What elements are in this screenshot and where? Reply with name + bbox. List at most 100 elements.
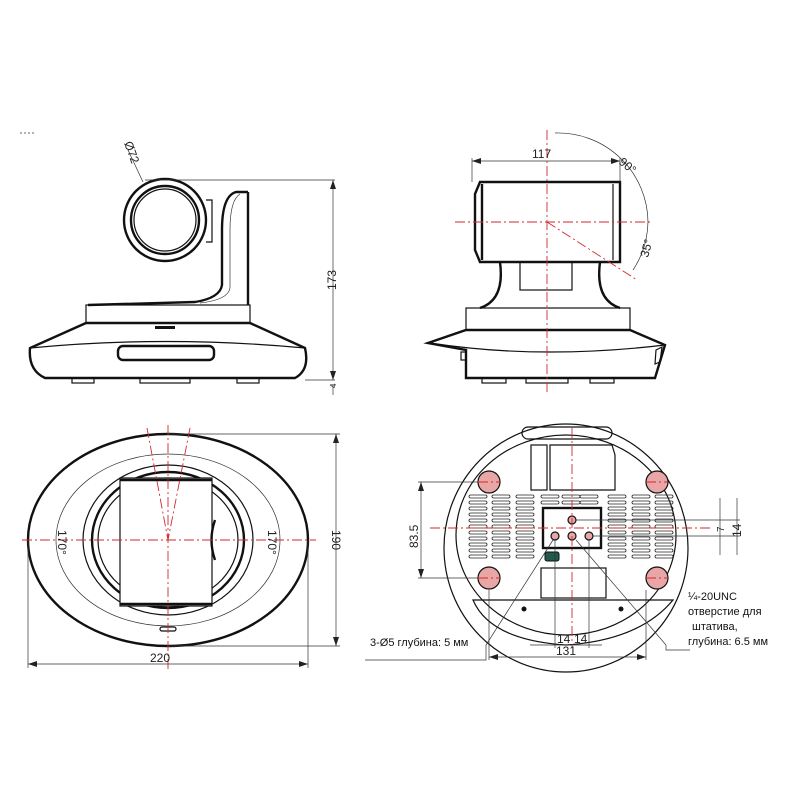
view-angle-line xyxy=(167,427,191,541)
camera-arm xyxy=(87,190,250,307)
base-body xyxy=(28,321,308,380)
vent-slot xyxy=(540,494,560,499)
bottom-panel xyxy=(540,567,607,599)
vent-slot xyxy=(491,536,511,541)
locating-hole xyxy=(550,531,560,541)
vent-slot xyxy=(654,506,674,511)
screw xyxy=(521,606,527,612)
vent-slot xyxy=(631,506,651,511)
vent-slot xyxy=(579,500,599,505)
tilt-up-label: 90° xyxy=(616,155,639,178)
foot-height-label: 4 xyxy=(329,383,338,388)
depth-label: 190 xyxy=(329,530,343,550)
vent-slot xyxy=(607,494,627,499)
hole-offset-right-label: 14 xyxy=(574,632,588,646)
width-label: 220 xyxy=(150,651,170,665)
vent-slot xyxy=(468,548,488,553)
camera-head-top xyxy=(119,477,213,607)
vent-slot xyxy=(468,506,488,511)
vent-slot xyxy=(468,542,488,547)
vent-slot xyxy=(491,530,511,535)
vent-slot xyxy=(631,512,651,517)
vent-slot xyxy=(631,548,651,553)
side-port xyxy=(460,351,467,361)
vent-slot xyxy=(654,536,674,541)
leader-line xyxy=(127,149,144,183)
vent-slot xyxy=(491,500,511,505)
vent-slot xyxy=(515,500,535,505)
vent-slot xyxy=(631,536,651,541)
vent-slot xyxy=(468,536,488,541)
lens-glass xyxy=(133,188,197,252)
base-window xyxy=(116,344,216,362)
ventilation-slots xyxy=(468,494,674,559)
vent-slot xyxy=(607,554,627,559)
vent-slot xyxy=(515,554,535,559)
vent-slot xyxy=(468,518,488,523)
vent-slot xyxy=(515,518,535,523)
front-view: 173 4 Ø72 xyxy=(20,132,339,395)
foot-spacing-horizontal-label: 131 xyxy=(556,644,576,658)
leader-holes xyxy=(365,539,554,661)
vent-slot xyxy=(515,512,535,517)
vent-slot xyxy=(515,536,535,541)
tripod-note-line2: отверстие для xyxy=(688,606,762,618)
vent-slot xyxy=(491,506,511,511)
vent-slot xyxy=(654,494,674,499)
label-plate xyxy=(549,444,616,491)
tilt-arc xyxy=(554,132,649,271)
screw xyxy=(618,606,624,612)
vent-slot xyxy=(631,542,651,547)
hole-offset-top-label: 7 xyxy=(716,526,727,532)
vent-slot xyxy=(515,548,535,553)
vent-slot xyxy=(491,518,511,523)
neck xyxy=(479,261,621,310)
vent-slot xyxy=(654,500,674,505)
vent-slot xyxy=(654,518,674,523)
base-plate xyxy=(85,304,251,324)
top-view: 170° 170° 220 190 xyxy=(22,425,343,670)
pan-left-label: 170° xyxy=(55,530,69,555)
foot-spacing-vertical-label: 83.5 xyxy=(407,524,421,548)
height-label: 173 xyxy=(325,270,339,290)
vent-slot xyxy=(607,512,627,517)
vent-slot xyxy=(607,548,627,553)
vent-slot xyxy=(607,518,627,523)
vent-slot xyxy=(607,530,627,535)
leader-tripod xyxy=(575,539,690,651)
indicator-led xyxy=(155,326,175,329)
side-connector xyxy=(654,345,663,365)
lens-inner-ring xyxy=(129,184,201,256)
vent-slot xyxy=(631,530,651,535)
side-base xyxy=(423,328,667,380)
foot xyxy=(236,377,260,384)
vent-slot xyxy=(515,494,535,499)
vent-slot xyxy=(491,554,511,559)
holes-note: 3-Ø5 глубина: 5 мм xyxy=(370,637,468,649)
foot xyxy=(589,377,615,384)
locating-hole xyxy=(584,531,594,541)
vent-slot xyxy=(468,500,488,505)
vent-slot xyxy=(491,512,511,517)
vent-slot xyxy=(654,548,674,553)
vent-slot xyxy=(468,554,488,559)
neck-block xyxy=(519,261,573,291)
base-seam xyxy=(29,340,306,349)
vent-slot xyxy=(491,524,511,529)
hole-spacing-vertical-label: 14 xyxy=(730,523,744,537)
vent-slot xyxy=(515,542,535,547)
view-angle-line xyxy=(146,427,169,541)
port-connector xyxy=(544,551,560,562)
vent-slot xyxy=(579,494,599,499)
vent-slot xyxy=(607,500,627,505)
centerline-tilt-down xyxy=(546,221,638,281)
width-label: 117 xyxy=(532,147,551,161)
vent-slot xyxy=(468,512,488,517)
vent-slot xyxy=(491,542,511,547)
foot xyxy=(481,377,507,384)
lens-outer-ring xyxy=(122,177,208,263)
vent-slot xyxy=(515,506,535,511)
vent-slot xyxy=(540,500,560,505)
vent-slot xyxy=(631,494,651,499)
tripod-note-line3: штатива, xyxy=(692,621,738,633)
